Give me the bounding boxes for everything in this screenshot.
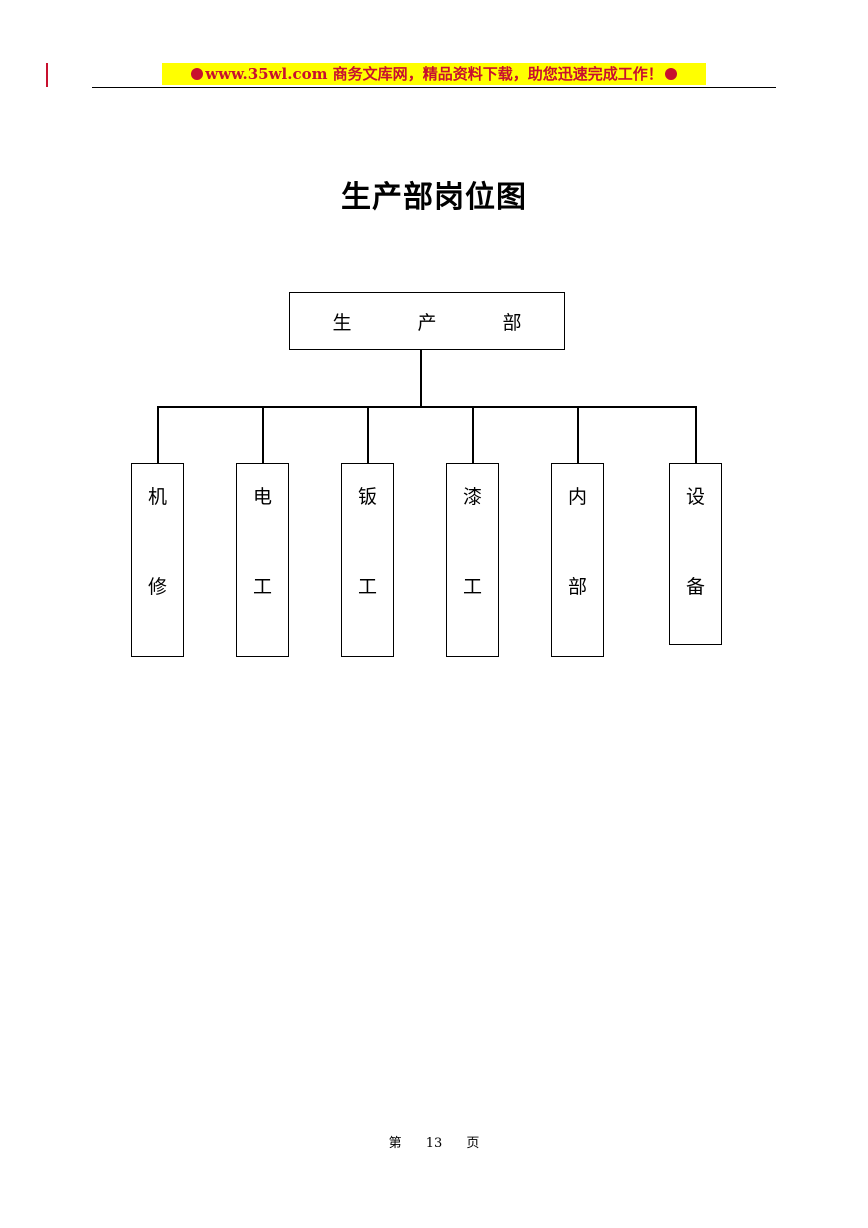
page-title: 生产部岗位图 — [341, 180, 527, 215]
org-child-label: 备 — [685, 576, 705, 598]
connector-drop — [577, 406, 579, 463]
margin-mark — [46, 63, 48, 87]
connector-drop — [367, 406, 369, 463]
org-root-label: 生 产 部 — [332, 311, 552, 334]
org-child-label: 机 — [147, 486, 167, 508]
header-banner[interactable]: www.35wl.com 商务文库网，精品资料下载，助您迅速完成工作！ — [162, 63, 706, 85]
org-child-box: 机 修 — [131, 463, 184, 657]
page-footer: 第 13 页 — [0, 1132, 868, 1151]
connector-horizontal — [157, 406, 697, 408]
banner-text: www.35wl.com 商务文库网，精品资料下载，助您迅速完成工作！ — [205, 65, 663, 83]
connector-drop — [695, 406, 697, 463]
footer-suffix: 页 — [466, 1136, 480, 1151]
org-child-label: 工 — [357, 576, 377, 598]
org-child-label: 钣 — [357, 486, 377, 508]
org-child-label: 修 — [147, 576, 167, 598]
org-child-box: 设 备 — [669, 463, 722, 645]
org-child-box: 内 部 — [551, 463, 604, 657]
org-child-label: 漆 — [462, 486, 482, 508]
connector-drop — [472, 406, 474, 463]
footer-prefix: 第 — [388, 1136, 402, 1151]
page-number: 13 — [425, 1136, 443, 1151]
org-child-label: 部 — [567, 576, 587, 598]
connector-drop — [157, 406, 159, 463]
org-child-box: 漆 工 — [446, 463, 499, 657]
connector-root-down — [420, 350, 422, 406]
org-child-label: 工 — [462, 576, 482, 598]
org-child-label: 设 — [685, 486, 705, 508]
org-child-box: 钣 工 — [341, 463, 394, 657]
bullet-dot-icon — [664, 68, 677, 80]
org-root-box: 生 产 部 — [289, 292, 565, 350]
org-child-label: 内 — [567, 486, 587, 508]
org-child-label: 电 — [252, 486, 272, 508]
org-child-label: 工 — [252, 576, 272, 598]
header-rule — [92, 87, 776, 88]
bullet-dot-icon — [191, 68, 204, 80]
org-child-box: 电 工 — [236, 463, 289, 657]
connector-drop — [262, 406, 264, 463]
